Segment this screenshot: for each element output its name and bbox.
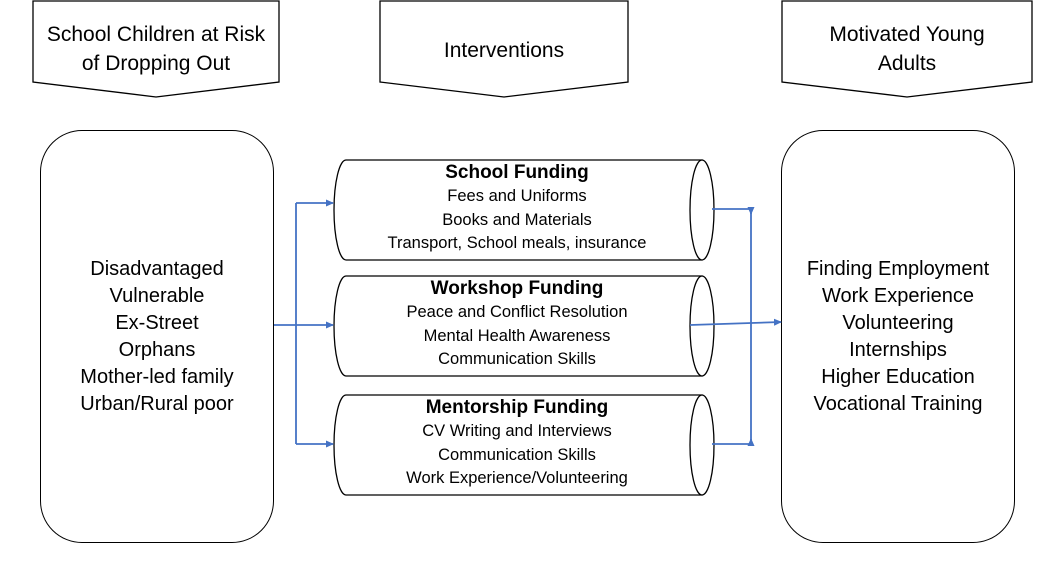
at-risk-children-panel: Disadvantaged Vulnerable Ex-Street Orpha… [40,130,274,543]
cylinder-text: School Funding Fees and Uniforms Books a… [339,161,695,256]
header-interventions: Interventions [379,0,629,100]
cylinder-item: Communication Skills [438,445,596,464]
list-item: Orphans [118,338,196,361]
cylinder-item: Peace and Conflict Resolution [406,303,628,321]
header-line: School Children at Risk [46,23,266,46]
header-line: Interventions [443,39,565,62]
list-item: Volunteering [842,311,954,334]
header-label: Motivated Young Adults [781,20,1033,78]
cylinder-item: Communication Skills [438,350,596,368]
cylinder-item: CV Writing and Interviews [422,422,612,440]
list-item: Vocational Training [813,392,983,415]
cylinder-shape [333,275,715,377]
header-label: Interventions [379,36,629,65]
list-item: Finding Employment [806,257,990,280]
list-item: Work Experience [822,284,974,307]
cylinder-item: Transport, School meals, insurance [387,234,647,252]
school-funding-cylinder: School Funding Fees and Uniforms Books a… [333,159,715,261]
outcomes-panel: Finding Employment Work Experience Volun… [781,130,1015,543]
cylinder-shape [333,394,715,496]
list-item: Internships [849,338,947,361]
cylinder-shape [333,159,715,261]
header-arrow-shape [379,0,629,98]
header-motivated-adults: Motivated Young Adults [781,0,1033,100]
cylinder-item: Mental Health Awareness [423,326,611,345]
list-item: Urban/Rural poor [80,392,234,415]
workshop-funding-cylinder: Workshop Funding Peace and Conflict Reso… [333,275,715,377]
header-label: School Children at Risk of Dropping Out [32,20,280,78]
cylinder-title: Workshop Funding [430,278,604,299]
at-risk-children-list: Disadvantaged Vulnerable Ex-Street Orpha… [41,256,273,418]
list-item: Mother-led family [80,365,234,388]
header-arrow-shape [781,0,1033,98]
cylinder-text: Workshop Funding Peace and Conflict Reso… [339,277,695,372]
list-item: Vulnerable [109,284,205,307]
cylinder-title: Mentorship Funding [425,397,609,418]
header-line: Motivated Young [829,23,985,46]
cylinder-item: Work Experience/Volunteering [406,469,628,487]
cylinder-title: School Funding [445,162,589,183]
header-line: of Dropping Out [81,52,231,75]
header-line: Adults [877,52,937,75]
cylinder-text: Mentorship Funding CV Writing and Interv… [339,396,695,491]
mentorship-funding-cylinder: Mentorship Funding CV Writing and Interv… [333,394,715,496]
cylinder-item: Books and Materials [442,210,592,229]
list-item: Disadvantaged [90,257,224,280]
list-item: Higher Education [821,365,975,388]
arrow-to-outcomes [689,318,782,326]
header-at-risk-children: School Children at Risk of Dropping Out [32,0,280,100]
cylinder-item: Fees and Uniforms [447,187,587,205]
outcomes-list: Finding Employment Work Experience Volun… [782,256,1014,418]
list-item: Ex-Street [115,311,199,334]
header-arrow-shape [32,0,280,98]
